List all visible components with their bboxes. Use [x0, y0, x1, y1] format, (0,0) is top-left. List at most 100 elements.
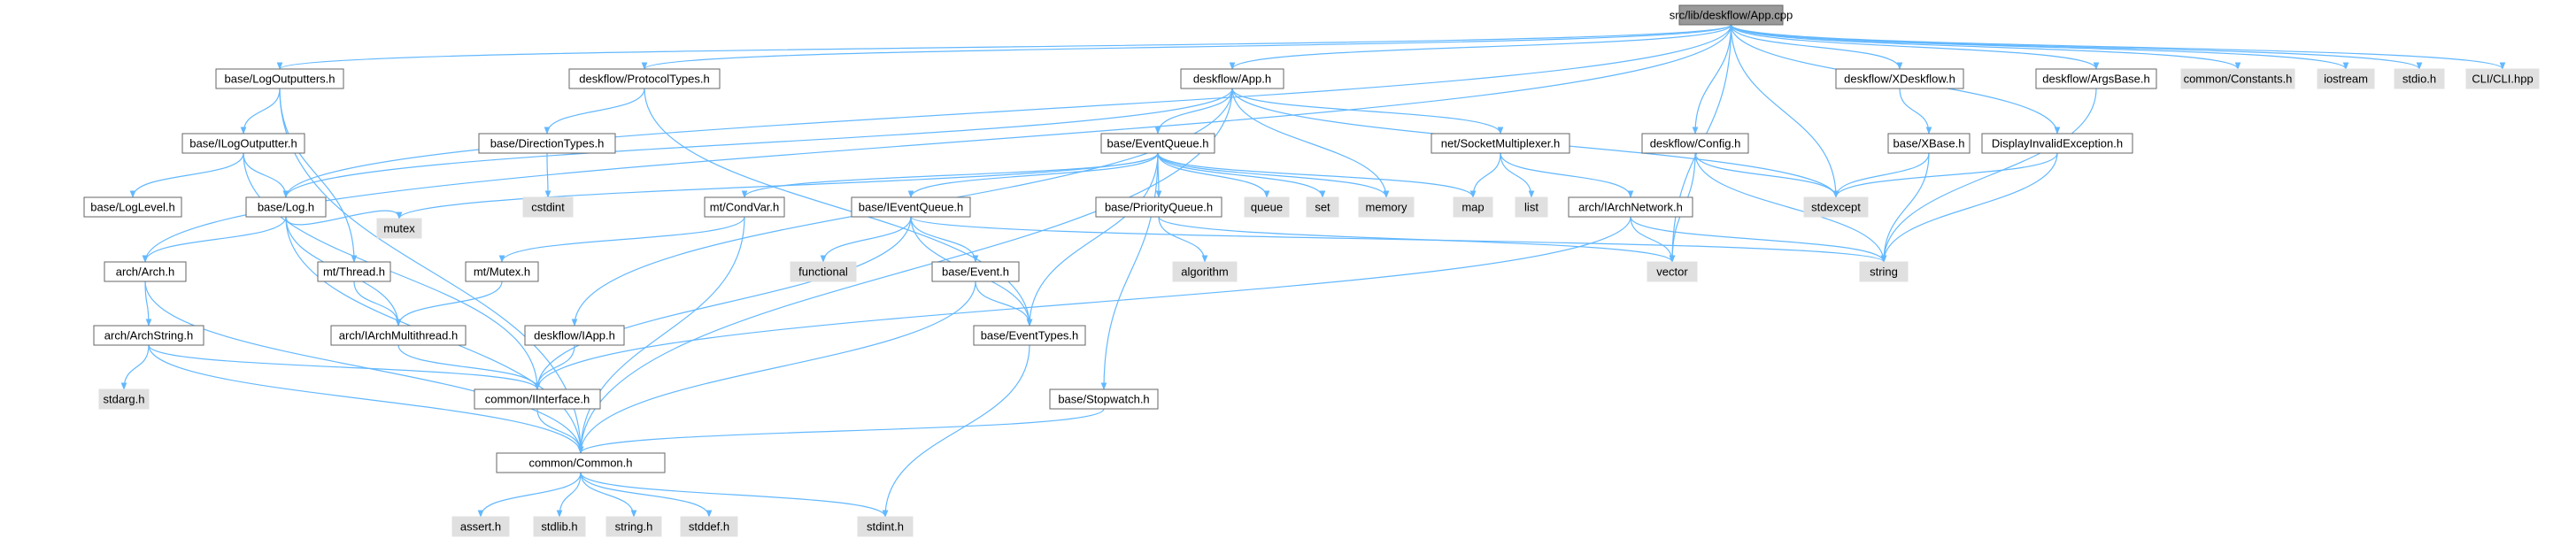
edge-ievent_queue-to-string	[910, 216, 1887, 263]
edge-app_cpp-to-arch_h	[142, 24, 1732, 263]
node-label: stdlib.h	[541, 520, 577, 534]
node-list: list	[1515, 196, 1548, 218]
node-args-base[interactable]: deskflow/ArgsBase.h	[2035, 68, 2157, 89]
node-box	[931, 261, 1020, 282]
node-box	[98, 388, 150, 410]
node-label: mt/Thread.h	[323, 265, 385, 279]
edge-event_queue-to-memory	[1157, 152, 1390, 198]
node-ievent-queue[interactable]: base/IEventQueue.h	[851, 196, 971, 218]
node-xdeskflow[interactable]: deskflow/XDeskflow.h	[1835, 68, 1964, 89]
node-memory: memory	[1358, 196, 1415, 218]
edge-socket_multiplexer-to-list	[1500, 152, 1535, 198]
node-ilog-outputter[interactable]: base/ILogOutputter.h	[181, 133, 305, 154]
node-box	[1100, 133, 1215, 154]
edge-priority_queue-to-algorithm	[1158, 216, 1208, 263]
node-app-cpp: src/lib/deskflow/App.cpp	[1670, 4, 1793, 26]
node-box	[496, 452, 666, 473]
edge-event_queue-to-stopwatch	[1100, 152, 1159, 390]
edge-common_h-to-stddef	[580, 472, 713, 518]
node-label: string.h	[615, 520, 653, 534]
node-box	[522, 196, 574, 218]
edge-arch_string-to-common_h	[148, 344, 584, 454]
edge-arch_h-to-arch_string	[144, 281, 152, 327]
edge-event_types-to-stdint	[882, 344, 1030, 518]
node-label: deskflow/ArgsBase.h	[2042, 73, 2149, 86]
node-label: net/SocketMultiplexer.h	[1441, 137, 1560, 150]
node-log-h[interactable]: base/Log.h	[245, 196, 327, 218]
edge-xbase-to-stdexcept	[1832, 152, 1930, 198]
node-label: stdio.h	[2402, 73, 2436, 86]
edge-iarch_network-to-string	[1630, 216, 1887, 263]
node-label: DisplayInvalidException.h	[1992, 137, 2123, 150]
node-label: deskflow/XDeskflow.h	[1844, 73, 1955, 86]
node-box	[1859, 261, 1909, 282]
node-box	[104, 261, 187, 282]
node-socket-multiplexer[interactable]: net/SocketMultiplexer.h	[1431, 133, 1570, 154]
node-box	[245, 196, 327, 218]
node-iarch-network[interactable]: arch/IArchNetwork.h	[1568, 196, 1693, 218]
node-cond-var[interactable]: mt/CondVar.h	[704, 196, 785, 218]
node-box	[317, 261, 391, 282]
node-box	[2465, 68, 2540, 89]
node-box	[376, 218, 422, 239]
node-label: CLI/CLI.hpp	[2472, 73, 2533, 86]
node-constants: common/Constants.h	[2180, 68, 2295, 89]
edge-log_h-to-arch_h	[142, 216, 287, 263]
node-app-h[interactable]: deskflow/App.h	[1180, 68, 1284, 89]
edge-app_cpp-to-protocol_types	[641, 24, 1732, 70]
node-config[interactable]: deskflow/Config.h	[1641, 133, 1749, 154]
node-iapp[interactable]: deskflow/IApp.h	[524, 325, 625, 346]
node-event-queue[interactable]: base/EventQueue.h	[1100, 133, 1215, 154]
edge-common_h-to-assert	[477, 472, 582, 518]
node-label: common/IInterface.h	[485, 393, 590, 406]
node-xbase[interactable]: base/XBase.h	[1887, 133, 1971, 154]
node-log-outputters[interactable]: base/LogOutputters.h	[215, 68, 344, 89]
node-label: common/Constants.h	[2184, 73, 2293, 86]
edge-priority_queue-to-vector	[1158, 216, 1676, 263]
node-label: memory	[1366, 201, 1408, 214]
node-priority-queue[interactable]: base/PriorityQueue.h	[1095, 196, 1222, 218]
node-protocol-types[interactable]: deskflow/ProtocolTypes.h	[568, 68, 721, 89]
node-label: src/lib/deskflow/App.cpp	[1670, 9, 1793, 22]
node-iinterface[interactable]: common/IInterface.h	[474, 388, 601, 410]
node-arch-h[interactable]: arch/Arch.h	[104, 261, 187, 282]
edge-ievent_queue-to-event_h	[910, 216, 979, 263]
node-label: map	[1462, 201, 1484, 214]
node-stdio: stdio.h	[2394, 68, 2445, 89]
edge-cond_var-to-mutex_h	[498, 216, 745, 263]
edge-app_cpp-to-constants	[1730, 24, 2241, 70]
node-assert: assert.h	[451, 516, 510, 537]
node-event-h[interactable]: base/Event.h	[931, 261, 1020, 282]
edge-xbase-to-string	[1880, 152, 1930, 263]
node-cli: CLI/CLI.hpp	[2465, 68, 2540, 89]
edge-common_h-to-stdlib	[556, 472, 582, 518]
node-box	[1095, 196, 1222, 218]
node-direction-types[interactable]: base/DirectionTypes.h	[478, 133, 616, 154]
node-box	[2180, 68, 2295, 89]
node-event-types[interactable]: base/EventTypes.h	[973, 325, 1086, 346]
node-box	[680, 516, 738, 537]
edge-event_queue-to-cond_var	[741, 152, 1159, 198]
node-mutex-h[interactable]: mt/Mutex.h	[465, 261, 539, 282]
edge-app_cpp-to-config	[1692, 24, 1732, 135]
node-thread-h[interactable]: mt/Thread.h	[317, 261, 391, 282]
node-stdexcept: stdexcept	[1803, 196, 1869, 218]
edge-arch_h-to-common_h	[144, 281, 584, 454]
edge-app_cpp-to-args_base	[1730, 24, 2100, 70]
edge-app_cpp-to-app_h	[1229, 24, 1732, 70]
node-box	[605, 516, 662, 537]
node-log-level[interactable]: base/LogLevel.h	[83, 196, 182, 218]
node-label: functional	[798, 265, 848, 279]
node-stopwatch[interactable]: base/Stopwatch.h	[1049, 388, 1159, 410]
node-label: mt/Mutex.h	[474, 265, 530, 279]
node-label: set	[1315, 201, 1330, 214]
node-arch-string[interactable]: arch/ArchString.h	[93, 325, 204, 346]
node-display-invalid[interactable]: DisplayInvalidException.h	[1981, 133, 2133, 154]
node-mutex: mutex	[376, 218, 422, 239]
edge-event_h-to-common_h	[577, 281, 976, 454]
node-iarch-multithread[interactable]: arch/IArchMultithread.h	[330, 325, 467, 346]
node-label: vector	[1656, 265, 1688, 279]
node-common-h[interactable]: common/Common.h	[496, 452, 666, 473]
node-box	[851, 196, 971, 218]
node-label: deskflow/IApp.h	[534, 329, 615, 342]
